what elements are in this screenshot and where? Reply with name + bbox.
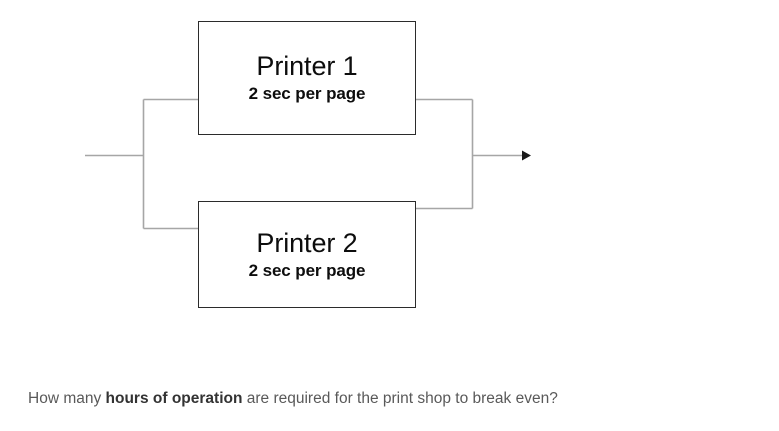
printer-1-rate: 2 sec per page	[248, 84, 366, 104]
process-box-printer-2[interactable]: Printer 2 2 sec per page	[198, 201, 416, 308]
output-arrow-icon	[522, 150, 531, 161]
printer-1-title: Printer 1	[256, 51, 358, 82]
question-emphasis: hours of operation	[105, 390, 243, 407]
question-prefix: How many	[28, 390, 106, 407]
process-box-printer-1[interactable]: Printer 1 2 sec per page	[198, 21, 416, 135]
printer-2-title: Printer 2	[256, 227, 358, 258]
question-caption: How many hours of operation are required…	[28, 389, 748, 409]
printer-2-rate: 2 sec per page	[248, 260, 366, 280]
question-suffix: are required for the print shop to break…	[242, 390, 558, 407]
